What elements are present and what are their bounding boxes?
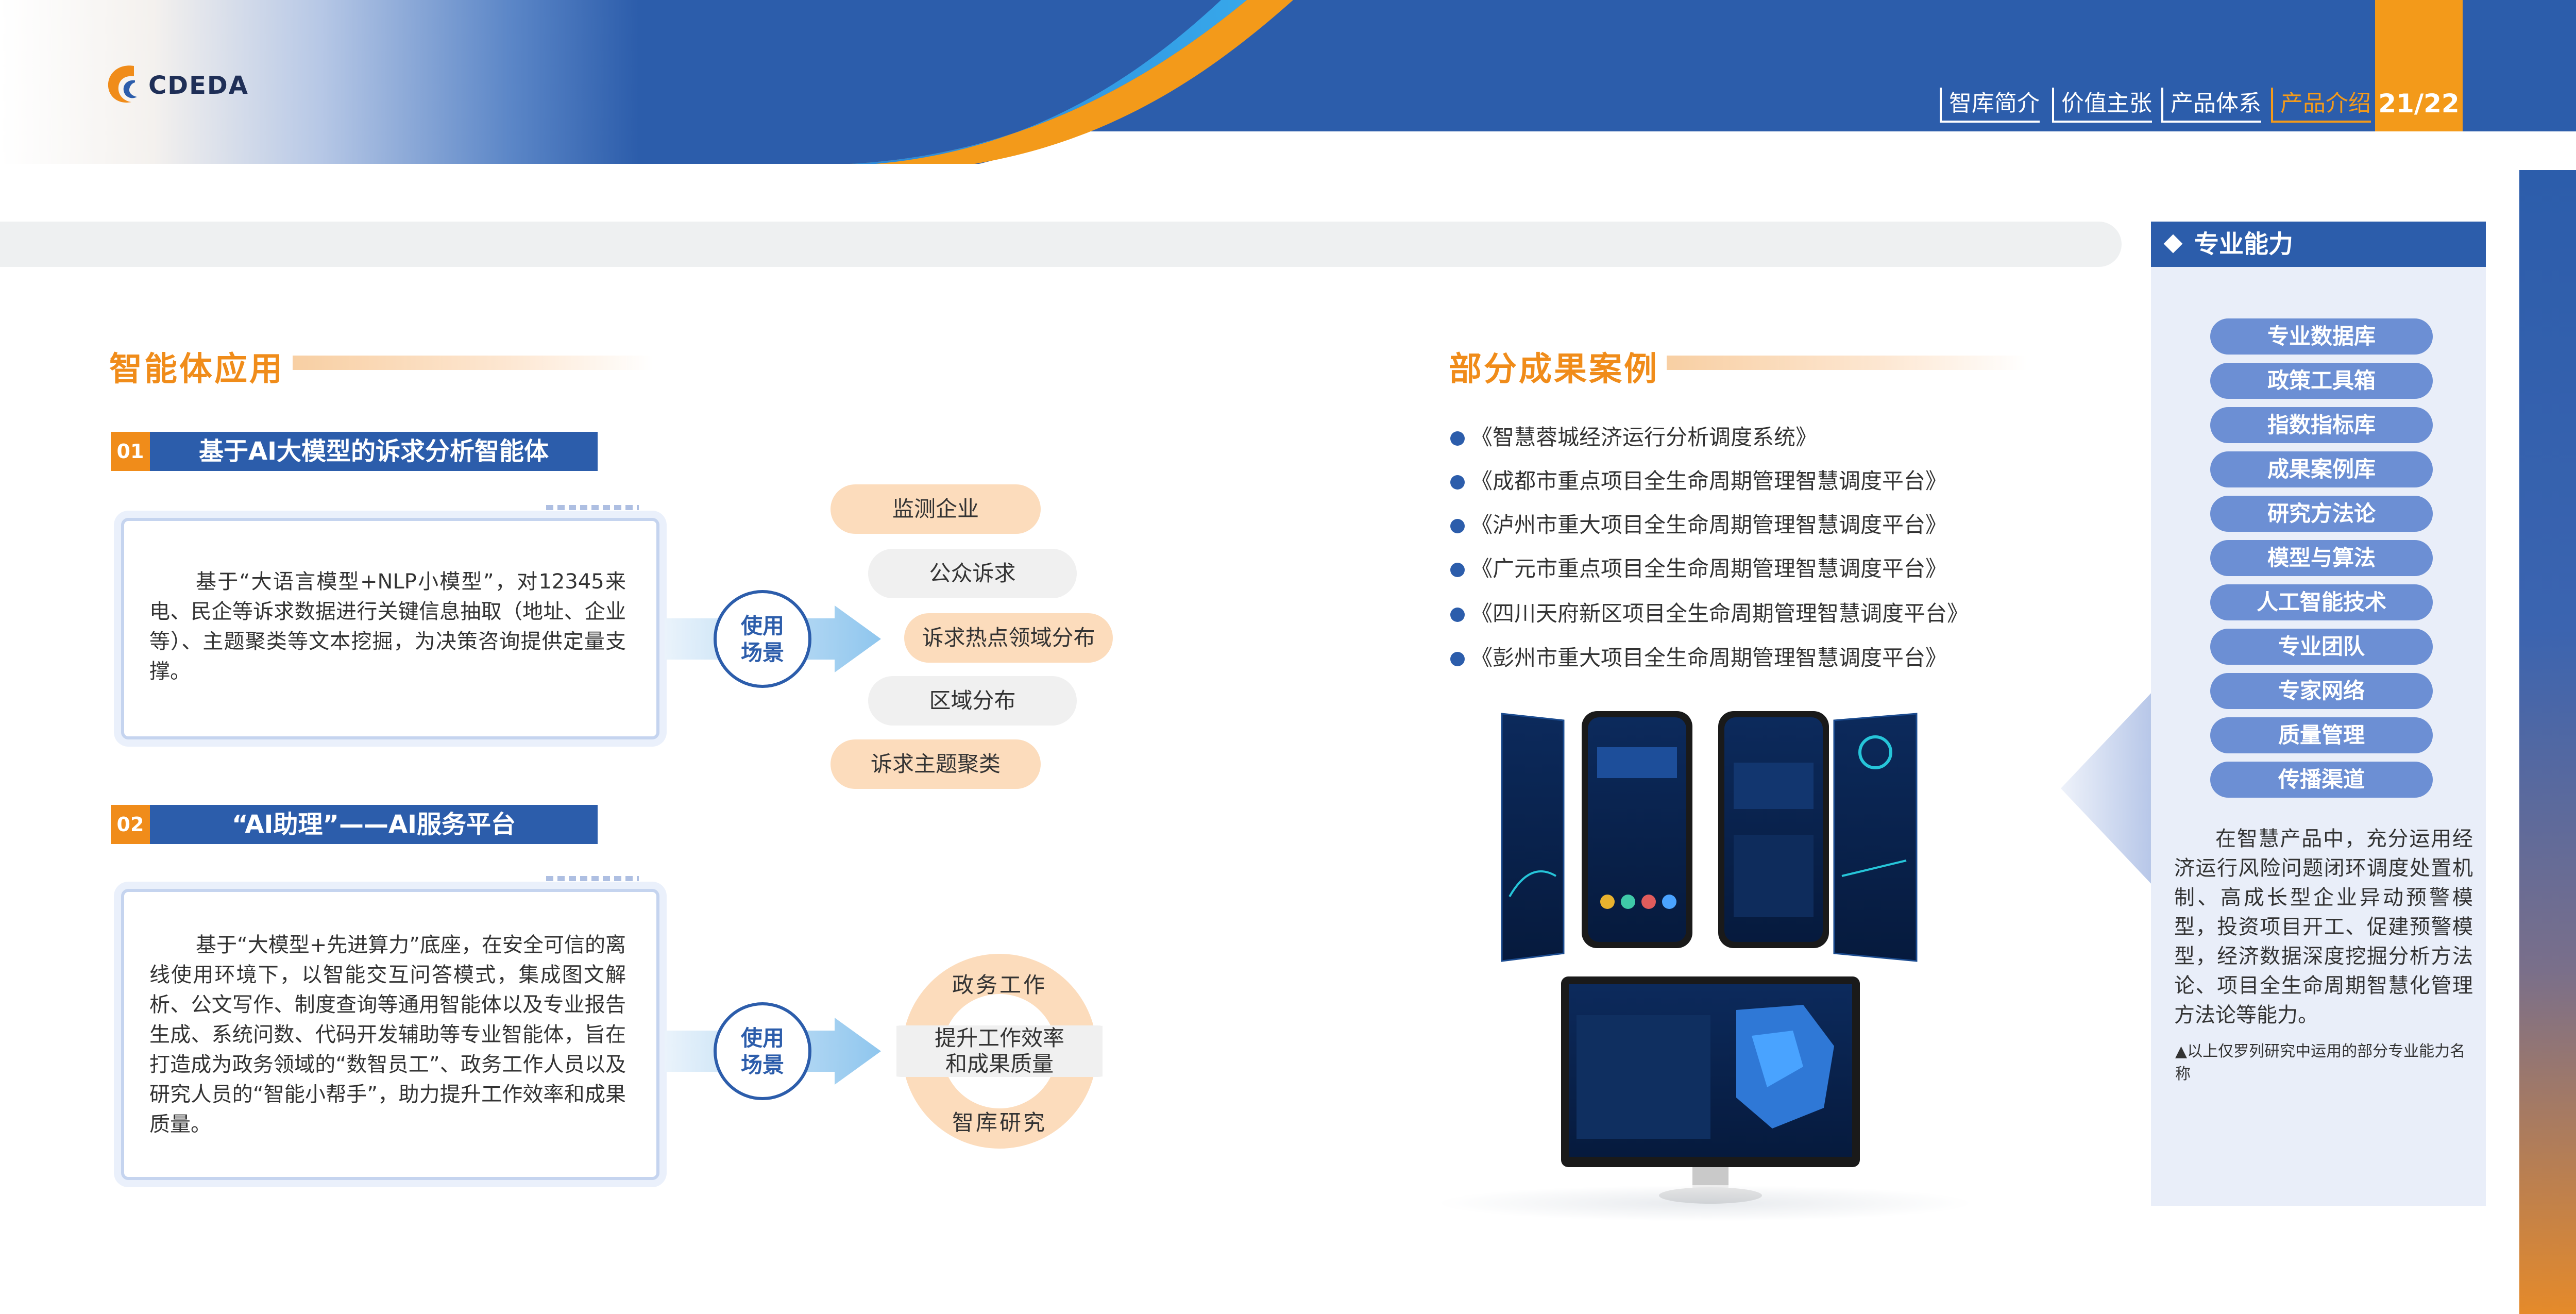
case-item[interactable]: 《四川天府新区项目全生命周期管理智慧调度平台》 [1450, 596, 1969, 628]
bullet-icon [1450, 608, 1465, 622]
title-decor-bar [1667, 356, 2027, 370]
capability-item: 人工智能技术 [2210, 584, 2433, 620]
scenario-pill-cluster: 诉求主题聚类 [831, 739, 1041, 789]
scenario-pill-region: 区域分布 [868, 676, 1077, 726]
subheading-02: 02 “AI助理”——AI服务平台 [111, 805, 598, 844]
capability-item: 专业团队 [2210, 629, 2433, 665]
title-decor-bar [293, 356, 653, 370]
ring-center-line-2: 和成果质量 [945, 1051, 1054, 1076]
capability-item: 传播渠道 [2210, 762, 2433, 798]
subheading-01: 01 基于AI大模型的诉求分析智能体 [111, 432, 598, 471]
capabilities-header: 专业能力 [2151, 222, 2486, 267]
section-title-cases: 部分成果案例 [1449, 350, 1659, 389]
card-dash-decor [546, 876, 639, 881]
scenario-ring [896, 954, 1103, 1149]
capability-item: 政策工具箱 [2210, 363, 2433, 399]
bullet-icon [1450, 652, 1465, 666]
capability-item: 专业数据库 [2210, 318, 2433, 355]
use-scenario-badge-1: 使用 场景 [714, 590, 811, 688]
right-edge-strip [2519, 170, 2576, 1314]
section-title-agent-apps: 智能体应用 [109, 350, 284, 389]
scenario-pill-monitor: 监测企业 [831, 484, 1041, 534]
card-dash-decor [546, 505, 639, 510]
product-screenshots-image [1437, 711, 1973, 1221]
capability-item: 质量管理 [2210, 717, 2433, 753]
case-item[interactable]: 《智慧蓉城经济运行分析调度系统》 [1450, 420, 1817, 451]
capability-item: 模型与算法 [2210, 540, 2433, 576]
content-top-bar [0, 222, 2122, 267]
card-text-ai-assistant: 基于“大模型+先进算力”底座，在安全可信的离线使用环境下，以智能交互问答模式，集… [149, 933, 626, 1136]
case-label: 《四川天府新区项目全生命周期管理智慧调度平台》 [1471, 601, 1969, 626]
case-label: 《成都市重点项目全生命周期管理智慧调度平台》 [1471, 468, 1947, 494]
chevron-left-decor-icon [2061, 690, 2154, 886]
subheading-number: 01 [111, 432, 150, 471]
capabilities-note: ▲以上仅罗列研究中运用的部分专业能力名称 [2175, 1042, 2466, 1083]
capability-item: 成果案例库 [2210, 451, 2433, 487]
subheading-title: “AI助理”——AI服务平台 [232, 810, 516, 839]
use-label: 使用 [740, 613, 784, 638]
logo-text: CDEDA [148, 71, 249, 100]
scene-label: 场景 [740, 1052, 784, 1077]
capability-item: 指数指标库 [2210, 407, 2433, 443]
nav-item-intro[interactable]: 智库简介 [1940, 88, 2040, 123]
case-item[interactable]: 《成都市重点项目全生命周期管理智慧调度平台》 [1450, 464, 1947, 495]
subheading-number: 02 [111, 805, 150, 844]
bullet-icon [1450, 563, 1465, 577]
ring-bottom-label: 智库研究 [952, 1110, 1047, 1135]
case-label: 《彭州市重大项目全生命周期管理智慧调度平台》 [1471, 645, 1947, 670]
scenario-pill-public: 公众诉求 [868, 549, 1077, 598]
card-ai-assistant [121, 889, 659, 1180]
capabilities-title: 专业能力 [2194, 230, 2294, 259]
scenario-pill-hotspot: 诉求热点领域分布 [904, 613, 1113, 663]
capability-item: 专家网络 [2210, 673, 2433, 709]
capabilities-description: 在智慧产品中，充分运用经济运行风险问题闭环调度处置机制、高成长型企业异动预警模型… [2174, 827, 2473, 1027]
header-background [0, 0, 2576, 170]
nav-item-products[interactable]: 产品体系 [2161, 88, 2261, 123]
diamond-icon [2163, 234, 2183, 254]
cdeda-logo-icon [108, 65, 137, 103]
nav-item-value[interactable]: 价值主张 [2052, 88, 2152, 123]
capability-item: 研究方法论 [2210, 496, 2433, 532]
case-label: 《泸州市重大项目全生命周期管理智慧调度平台》 [1471, 512, 1947, 537]
bullet-icon [1450, 519, 1465, 533]
scene-label: 场景 [740, 640, 784, 665]
use-label: 使用 [740, 1025, 784, 1051]
bullet-icon [1450, 431, 1465, 446]
ring-center-label: 提升工作效率 和成果质量 [886, 1025, 1113, 1077]
subheading-title: 基于AI大模型的诉求分析智能体 [198, 437, 549, 466]
nav-item-product-intro[interactable]: 产品介绍 [2271, 88, 2371, 123]
bullet-icon [1450, 475, 1465, 490]
card-appeal-analysis [121, 518, 659, 739]
ring-top-label: 政务工作 [952, 972, 1047, 998]
case-item[interactable]: 《广元市重点项目全生命周期管理智慧调度平台》 [1450, 551, 1947, 583]
case-label: 《广元市重点项目全生命周期管理智慧调度平台》 [1471, 556, 1947, 581]
card-text-appeal-analysis: 基于“大语言模型+NLP小模型”，对12345来电、民企等诉求数据进行关键信息抽… [149, 570, 626, 683]
case-item[interactable]: 《泸州市重大项目全生命周期管理智慧调度平台》 [1450, 508, 1947, 539]
ring-center-line-1: 提升工作效率 [934, 1025, 1064, 1051]
page-number: 21/22 [2378, 89, 2460, 119]
use-scenario-badge-2: 使用 场景 [714, 1002, 811, 1100]
case-label: 《智慧蓉城经济运行分析调度系统》 [1471, 425, 1818, 450]
case-item[interactable]: 《彭州市重大项目全生命周期管理智慧调度平台》 [1450, 641, 1947, 672]
